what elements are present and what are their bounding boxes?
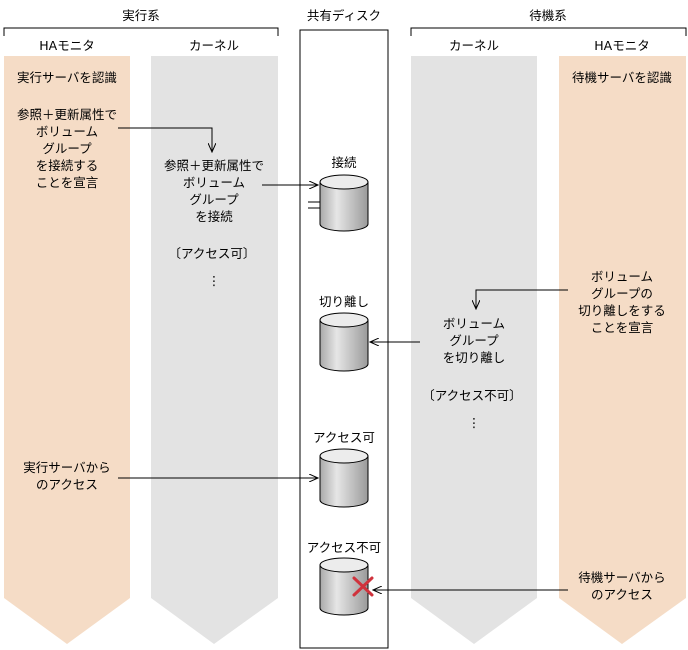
group-bracket-active [3, 27, 279, 36]
lane-label-active-kernel: カーネル [189, 38, 239, 53]
standby-detach-line-3: を切り離し [443, 350, 506, 365]
disk-label-accessible: アクセス可 [313, 430, 375, 445]
kernel-connect-line-1: 参照＋更新属性で [164, 158, 264, 173]
kernel-access-status: 〔アクセス可〕 [169, 246, 256, 261]
lane-active-kernel [151, 56, 278, 644]
standby-access-line-2: のアクセス [591, 587, 653, 602]
standby-kernel-status: 〔アクセス不可〕 [422, 388, 521, 403]
arrow-declare-to-kernel [118, 127, 212, 152]
standby-declare-line-4: ことを宣言 [591, 320, 654, 335]
disk-icon-connected [319, 174, 369, 232]
lane-label-active-ha: HAモニタ [39, 38, 94, 53]
kernel-ellipsis: ⋮ [208, 273, 221, 288]
lane-label-standby-ha: HAモニタ [594, 38, 649, 53]
disk-label-connected: 接続 [331, 155, 357, 170]
disk-icon-accessible [319, 448, 369, 508]
standby-detach-line-1: ボリューム [443, 316, 505, 331]
kernel-connect-line-3: グループ [189, 192, 239, 207]
active-declare-line-5: ことを宣言 [36, 175, 99, 190]
standby-declare-line-3: 切り離しをする [578, 303, 666, 318]
active-declare-line-3: グループ [42, 141, 92, 156]
standby-detach-line-2: グループ [449, 333, 499, 348]
standby-kernel-ellipsis: ⋮ [468, 415, 481, 430]
active-declare-line-4: を接続する [36, 158, 99, 173]
group-title-standby: 待機系 [529, 8, 567, 23]
standby-access-line-1: 待機サーバから [578, 570, 665, 585]
active-declare-line-2: ボリューム [36, 124, 98, 139]
active-access-line-1: 実行サーバから [23, 460, 110, 475]
kernel-connect-line-2: ボリューム [183, 175, 245, 190]
lane-active-ha [4, 56, 130, 644]
shared-disk-title: 共有ディスク [307, 8, 381, 23]
standby-recognize-text: 待機サーバを認識 [572, 70, 672, 85]
disk-label-detached: 切り離し [319, 294, 369, 309]
disk-icon-inaccessible [319, 557, 369, 616]
disk-label-inaccessible: アクセス不可 [307, 540, 381, 555]
group-title-active: 実行系 [122, 8, 160, 23]
lane-standby-ha [559, 56, 686, 644]
lane-label-standby-kernel: カーネル [449, 38, 499, 53]
access-denied-x-icon [352, 576, 374, 597]
kernel-connect-line-4: を接続 [195, 209, 233, 224]
standby-declare-line-2: グループの [591, 286, 653, 301]
group-bracket-standby [410, 27, 687, 36]
standby-declare-line-1: ボリューム [591, 269, 653, 284]
active-access-line-2: のアクセス [36, 477, 98, 492]
arrow-standby-declare-to-kernel [476, 289, 568, 309]
disk-icon-detached [319, 312, 369, 372]
lane-standby-kernel [411, 56, 537, 644]
active-recognize-text: 実行サーバを認識 [17, 70, 117, 85]
active-declare-line-1: 参照＋更新属性で [17, 107, 117, 122]
